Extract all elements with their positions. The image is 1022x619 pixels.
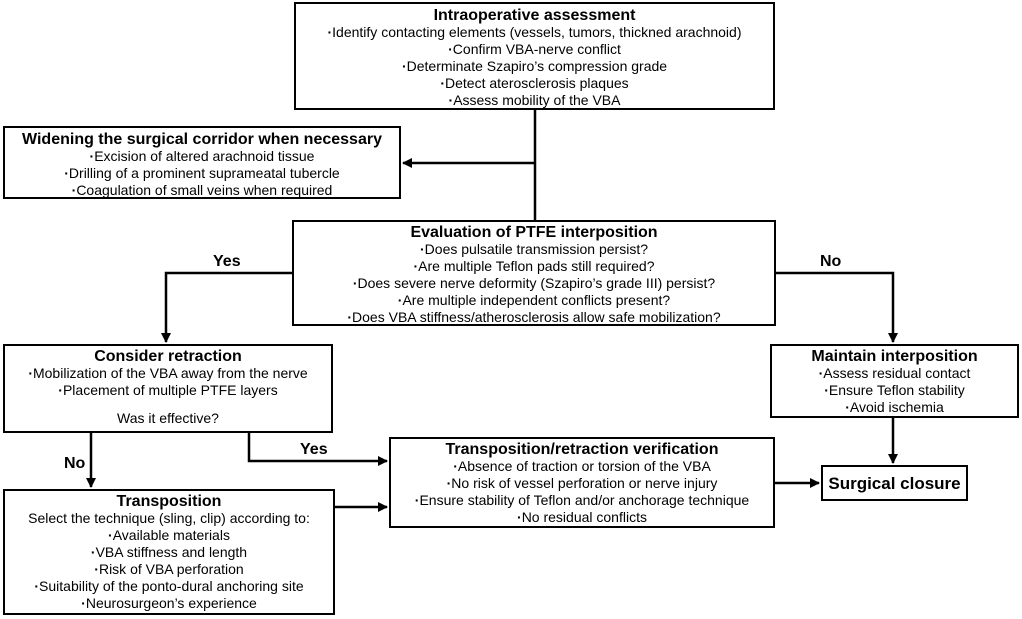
list-item: Available materials	[5, 527, 333, 544]
list-item: Ensure stability of Teflon and/or anchor…	[391, 492, 773, 509]
list-item: Does VBA stiffness/atherosclerosis allow…	[294, 309, 774, 326]
list-item: Assess residual contact	[772, 365, 1017, 382]
arrow-no-to-maintain	[776, 271, 898, 343]
list-item: Does severe nerve deformity (Szapiro’s g…	[294, 275, 774, 292]
list-item: Mobilization of the VBA away from the ne…	[5, 365, 331, 382]
list-item: Detect aterosclerosis plaques	[296, 75, 773, 92]
box-title: Surgical closure	[828, 473, 961, 493]
list-item: Risk of VBA perforation	[5, 561, 333, 578]
list-item: Neurosurgeon’s experience	[5, 595, 333, 612]
list-item: Drilling of a prominent suprameatal tube…	[5, 165, 399, 182]
list-item: No residual conflicts	[391, 509, 773, 526]
technique-intro: Select the technique (sling, clip) accor…	[28, 510, 310, 526]
list-item: Are multiple Teflon pads still required?	[294, 258, 774, 275]
box-title: Consider retraction	[94, 348, 242, 365]
list-item: Determinate Szapiro’s compression grade	[296, 58, 773, 75]
maintain-interposition-box: Maintain interposition Assess residual c…	[770, 344, 1019, 418]
verification-box: Transposition/retraction verification Ab…	[389, 437, 775, 528]
effectiveness-question: Was it effective?	[117, 410, 219, 426]
intraoperative-assessment-box: Intraoperative assessment Identify conta…	[294, 2, 775, 110]
arrow-yes-to-retraction	[161, 271, 292, 343]
list-item: Suitability of the ponto-dural anchoring…	[5, 578, 333, 595]
ptfe-evaluation-box: Evaluation of PTFE interposition Does pu…	[292, 220, 776, 326]
box-title: Widening the surgical corridor when nece…	[22, 131, 382, 148]
box-title: Transposition/retraction verification	[445, 441, 719, 458]
list-item: Confirm VBA-nerve conflict	[296, 41, 773, 58]
list-item: Coagulation of small veins when required	[5, 182, 399, 199]
list-item: Does pulsatile transmission persist?	[294, 241, 774, 258]
list-item: Are multiple independent conflicts prese…	[294, 292, 774, 309]
list-item: Absence of traction or torsion of the VB…	[391, 458, 773, 475]
list-item: Avoid ischemia	[772, 399, 1017, 416]
yes-label: Yes	[300, 441, 328, 458]
box-title: Maintain interposition	[811, 348, 978, 365]
no-label: No	[820, 253, 842, 270]
transposition-box: Transposition Select the technique (slin…	[3, 489, 335, 615]
list-item: Ensure Teflon stability	[772, 382, 1017, 399]
no-label: No	[64, 455, 86, 472]
widening-corridor-box: Widening the surgical corridor when nece…	[3, 126, 401, 199]
box-title: Transposition	[116, 493, 222, 510]
surgical-closure-box: Surgical closure	[821, 465, 968, 501]
box-title: Intraoperative assessment	[433, 7, 636, 24]
list-item: VBA stiffness and length	[5, 544, 333, 561]
consider-retraction-box: Consider retraction Mobilization of the …	[3, 344, 333, 433]
list-item: Placement of multiple PTFE layers	[5, 382, 331, 399]
arrow-yes-to-verification	[247, 433, 388, 466]
list-item: Excision of altered arachnoid tissue	[5, 148, 399, 165]
box-title: Evaluation of PTFE interposition	[410, 224, 658, 241]
list-item: Assess mobility of the VBA	[296, 92, 773, 109]
list-item: Identify contacting elements (vessels, t…	[296, 24, 773, 41]
list-item: No risk of vessel perforation or nerve i…	[391, 475, 773, 492]
yes-label: Yes	[213, 253, 241, 270]
